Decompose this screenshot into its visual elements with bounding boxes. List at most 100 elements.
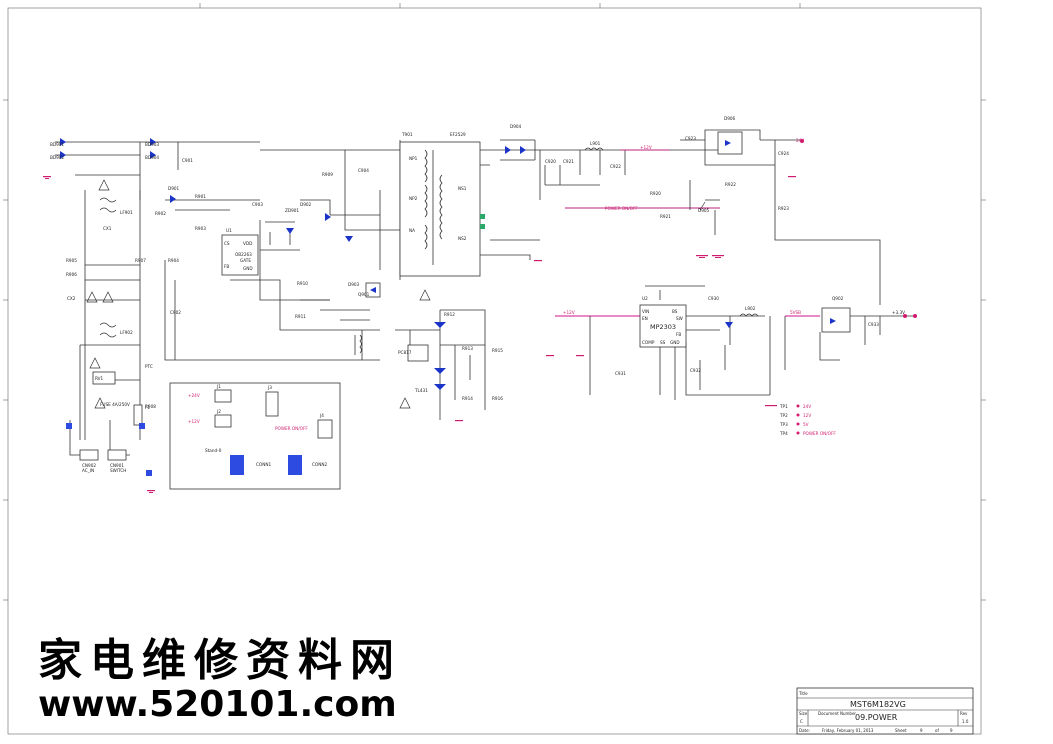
component-label: C903 [252,202,263,207]
tl431-icon [434,384,446,390]
node-j2 [139,423,145,429]
test-label-poweronoff: POWER ON/OFF [803,431,836,436]
transformer-t901: T901 EF2529 NP1 NP2 NS1 NS2 NA [399,132,485,277]
diode-icon [434,368,446,374]
connector-j2 [214,414,232,428]
conn1-block [230,455,244,475]
ground-symbol [696,255,708,258]
diode-icon [830,318,836,324]
component-label: BD904 [145,155,159,160]
component-label: R903 [195,226,206,231]
component-label: R914 [462,396,473,401]
u2-pin-comp: COMP [642,340,655,345]
component-label: D904 [510,124,522,129]
conn2-block [288,455,302,475]
diode-icon [170,195,176,203]
component-label: R905 [66,258,77,263]
component-label: C923 [685,136,696,141]
winding-np1: NP1 [409,156,418,161]
rail-12v-in-label: +12V [563,310,575,315]
watermark-url: www.520101.com [38,684,397,725]
secondary-output-section: +12V POWER ON/OFF 24V [480,129,881,305]
rv1-label: RV1 [95,376,104,381]
cn902-label: CN902 [82,463,96,468]
ground-symbol [788,176,796,178]
stand-title: Stand-0 [205,448,222,453]
u2-pin-ss: SS [660,340,666,345]
test-label-12v: 12V [803,413,811,418]
ground-symbol [576,355,584,357]
lf902-label: LF902 [120,330,133,335]
of-label: of [935,728,939,733]
watermark-chinese: 家电维修资料网 [38,635,402,686]
u2-pin-bs: BS [672,309,678,314]
caution-icon [98,179,110,191]
test-point-2: TP2 [779,413,788,418]
node-j3 [146,470,152,476]
component-label: C930 [708,296,719,301]
j1-signal: +24V [188,393,200,398]
input-filter-section: CN902 AC_IN CN901 SWITCH FUSE 4A/250V F1… [43,138,260,493]
component-labels: BD901 BD902 BD903 BD904 C901 C902 C903 C… [50,116,879,409]
component-label: C902 [170,310,181,315]
j2-signal: +12V [188,419,200,424]
ground-symbol [546,355,554,357]
u1-pin-cs: CS [224,241,230,246]
j4-signal: POWER ON/OFF [275,426,308,431]
lf901-label: LF901 [120,210,133,215]
ptc-label: PTC [145,364,153,369]
test-point-3: TP3 [779,422,788,427]
t901-name: T901 [401,132,413,137]
of-value: 9 [950,728,953,733]
component-label: BD903 [145,142,159,147]
rail-5vsb-label: 5VSB [790,310,801,315]
component-label: C924 [778,151,789,156]
primary-controller-section: U1 OB2263 CS VDD FB GATE GND [164,140,431,361]
component-label: R923 [778,206,789,211]
component-label: BD901 [50,142,64,147]
regulator-q904 [821,307,851,333]
controller-chip-u1 [221,234,259,276]
fuse-label: FUSE 4A/250V [100,402,130,407]
connector-j1 [214,389,232,403]
node-j1 [66,423,72,429]
ground-symbol [534,260,542,262]
component-label: L902 [745,306,756,311]
component-label: Q901 [358,292,370,297]
u2-pin-sw: SW [676,316,683,321]
bridge-diode-4 [150,151,156,159]
doc-label: Document Number [818,711,856,716]
pin-marker [480,224,485,229]
component-label: R911 [295,314,306,319]
component-label: R910 [297,281,308,286]
component-label: R912 [444,312,455,317]
size-value: C [800,719,803,724]
varistor-rv1 [92,371,116,385]
winding-na: NA [409,228,415,233]
rail-33v-label: +3.3V [892,310,905,315]
title-block: Title MST6M182VG Size C Document Number … [796,687,974,735]
diode-icon [725,140,731,146]
transformer-body [399,141,481,277]
fuse-f1 [133,404,143,426]
cn901-label: CN901 [110,463,124,468]
date-value: Friday, February 01, 2013 [822,728,874,733]
connector-box: J1 +24V J2 +12V J3 J4 POWER ON/OFF Stand… [169,382,341,490]
test-label-5v: 5V [803,422,809,427]
switch-label: SWITCH [110,468,126,473]
component-label: R907 [135,258,146,263]
f1-label: F1 [145,405,150,410]
caution-icon [102,291,114,303]
component-label: R916 [492,396,503,401]
component-label: R904 [168,258,179,263]
project-title: MST6M182VG [850,700,906,709]
grid-ticks [3,3,986,601]
u1-pin-vdd: VDD [243,241,252,246]
ground-symbol [43,176,51,179]
u2-pin-vin: VIN [642,309,649,314]
component-label: R901 [195,194,206,199]
schottky-diode-icon [520,146,526,154]
ac-in-label: AC_IN [82,468,94,473]
ground-symbol [455,420,463,422]
